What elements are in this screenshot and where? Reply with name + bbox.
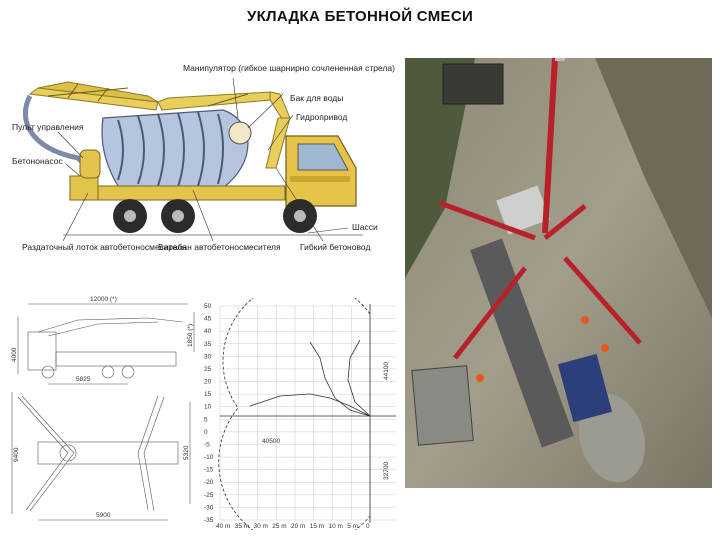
- dim-width-bottom: 5900: [96, 512, 111, 519]
- dim-wheelbase: 5825: [76, 376, 91, 383]
- x-tick-label: 10 m: [329, 523, 343, 530]
- reach-x-ticks: 40 m 35 m 30 m 25 m 20 m 15 m 10 m 5 m 0: [216, 523, 370, 530]
- reach-grid: [219, 305, 396, 521]
- truck-frame: [69, 185, 286, 201]
- boom-arm: [28, 81, 291, 169]
- dimensions-drawing: 12000 (*) 4000 1850 (*) 5825 9400 5320 5…: [11, 296, 195, 521]
- mixer-truck-photo: [557, 353, 646, 483]
- label-manipulator: Манипулятор (гибкое шарнирно сочлененная…: [183, 63, 395, 73]
- reach-depth: 32700: [383, 462, 390, 480]
- y-tick-label: 25: [204, 366, 212, 373]
- reach-horizontal: 40500: [262, 438, 280, 445]
- y-tick-label: 35: [204, 341, 212, 348]
- reach-diagram: 40500 44100 32700 50454035302520151050-5…: [204, 298, 396, 530]
- y-tick-label: -20: [204, 479, 214, 486]
- concrete-pipe: [22, 94, 100, 180]
- label-water-tank: Бак для воды: [290, 93, 343, 103]
- y-tick-label: 10: [204, 404, 212, 411]
- x-tick-label: 30 m: [254, 523, 268, 530]
- x-tick-label: 15 m: [310, 523, 324, 530]
- label-hydraulic-drive: Гидропривод: [296, 112, 347, 122]
- x-tick-label: 35 m: [235, 523, 249, 530]
- y-tick-label: 50: [204, 303, 212, 310]
- pump-truck: [470, 185, 574, 448]
- workers: [476, 316, 609, 382]
- mixer-drum: [101, 109, 252, 189]
- y-tick-label: 40: [204, 328, 212, 335]
- y-tick-label: 5: [204, 416, 208, 423]
- x-tick-label: 20 m: [291, 523, 305, 530]
- wheels: [113, 199, 317, 233]
- y-tick-label: -30: [204, 504, 214, 511]
- label-drum: Барабан автобетоносмесителя: [158, 242, 281, 252]
- y-tick-label: 15: [204, 391, 212, 398]
- y-tick-label: -15: [204, 467, 214, 474]
- y-tick-label: -10: [204, 454, 214, 461]
- x-tick-label: 25 m: [272, 523, 286, 530]
- y-tick-label: 30: [204, 353, 212, 360]
- x-tick-label: 5 m: [347, 523, 358, 530]
- y-tick-label: 20: [204, 379, 212, 386]
- y-tick-label: -25: [204, 492, 214, 499]
- label-control-panel: Пульт управления: [12, 122, 84, 132]
- y-tick-label: -5: [204, 441, 210, 448]
- label-hose: Гибкий бетоновод: [300, 242, 370, 252]
- dim-width-right: 5320: [183, 445, 190, 460]
- dim-length: 12000 (*): [90, 296, 117, 303]
- truck-cab: [285, 135, 357, 207]
- label-concrete-pump: Бетононасос: [12, 156, 63, 166]
- dim-height-right: 1850 (*): [187, 324, 194, 347]
- label-chute: Раздаточный лоток автобетоносмесителя: [22, 242, 187, 252]
- y-tick-label: -35: [204, 517, 214, 524]
- x-tick-label: 0: [366, 523, 370, 530]
- pump-boom: [542, 58, 558, 234]
- y-tick-label: 0: [204, 429, 208, 436]
- outriggers: [439, 200, 642, 360]
- concrete-pump-photo: [405, 58, 712, 488]
- dim-width-left: 9400: [13, 447, 20, 462]
- concrete-pump-truck-diagram: Манипулятор (гибкое шарнирно сочлененная…: [12, 63, 395, 252]
- page-title: УКЛАДКА БЕТОННОЙ СМЕСИ: [246, 8, 474, 25]
- label-chassis: Шасси: [352, 222, 378, 232]
- y-tick-label: 45: [204, 316, 212, 323]
- x-tick-label: 40 m: [216, 523, 230, 530]
- reach-vertical: 44100: [383, 362, 390, 380]
- dim-height-left: 4000: [11, 347, 18, 362]
